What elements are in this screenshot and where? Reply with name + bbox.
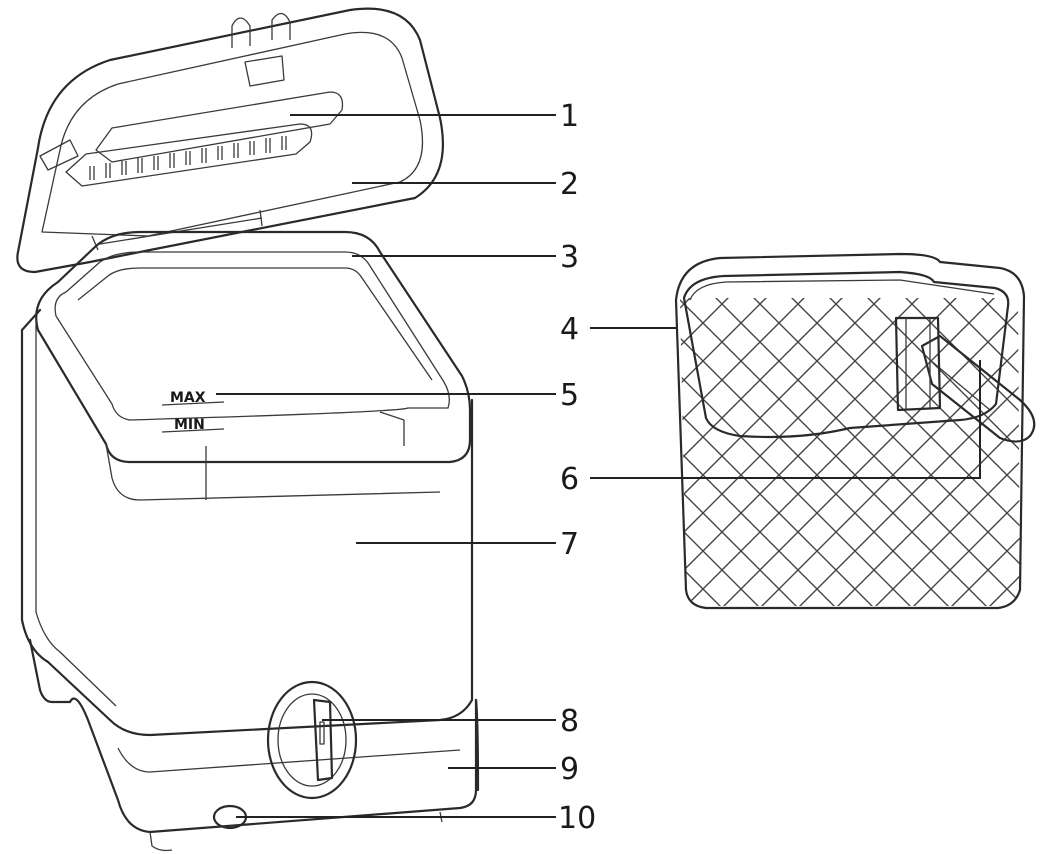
callout-2: 2 <box>560 167 579 202</box>
callout-1: 1 <box>560 99 579 134</box>
callout-4: 4 <box>560 312 579 347</box>
callout-3: 3 <box>560 240 579 275</box>
callout-6: 6 <box>560 462 579 497</box>
callout-labels: 1 2 3 4 5 6 7 8 9 10 <box>558 99 596 836</box>
min-level-marking: MIN <box>174 417 205 433</box>
callout-7: 7 <box>560 527 579 562</box>
callout-9: 9 <box>560 752 579 787</box>
leader-lines <box>216 114 981 818</box>
callout-5: 5 <box>560 378 579 413</box>
thermostat-knob <box>266 680 358 800</box>
max-level-marking: MAX <box>170 390 206 406</box>
fryer-body: MAX MIN <box>20 230 480 852</box>
callout-8: 8 <box>560 704 579 739</box>
callout-10: 10 <box>558 801 596 836</box>
frying-basket <box>674 252 1036 610</box>
